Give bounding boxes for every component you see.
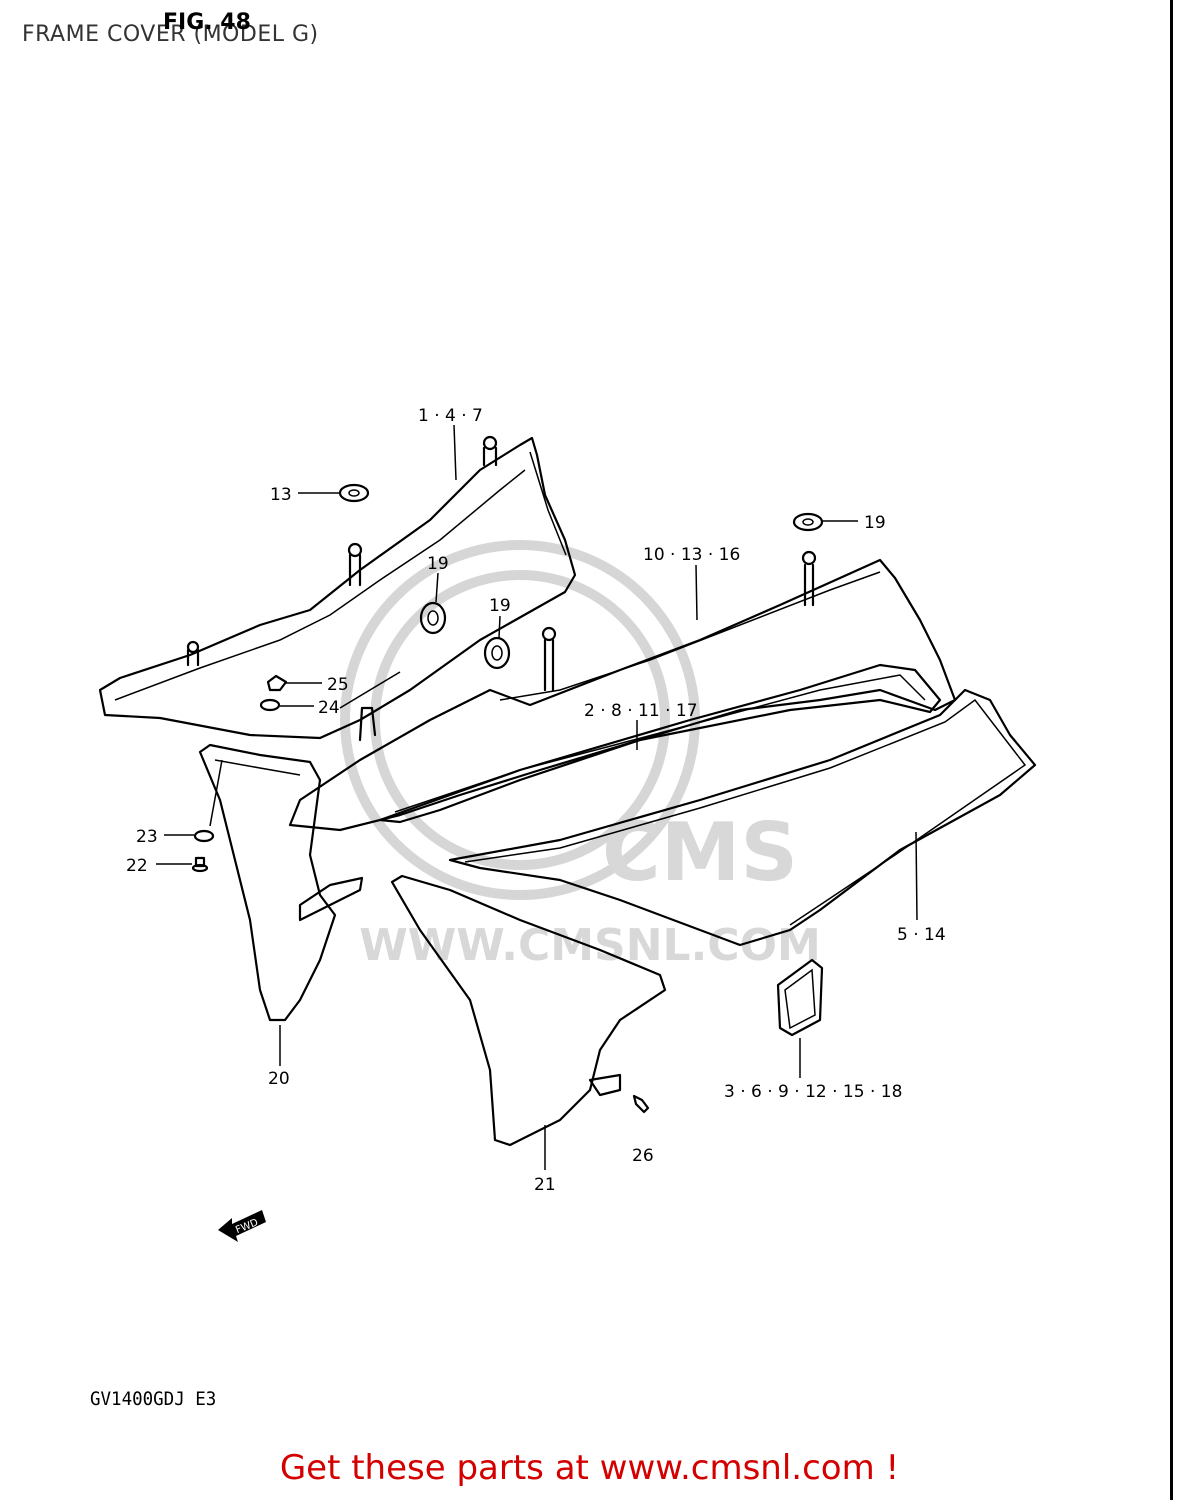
watermark-brand: CMS	[602, 806, 798, 899]
figure-label: FIG. 48	[163, 10, 251, 35]
callout-22: 22	[126, 856, 148, 876]
callout-3-6-9-12-15-18: 3 · 6 · 9 · 12 · 15 · 18	[724, 1082, 902, 1102]
grommet-19-a	[419, 601, 447, 635]
page-edge-line	[1170, 0, 1173, 1500]
callout-21: 21	[534, 1175, 556, 1195]
washer-23	[193, 829, 215, 843]
callout-24: 24	[318, 698, 340, 718]
callout-5-14: 5 · 14	[897, 925, 946, 945]
fwd-arrow: FWD	[218, 1210, 266, 1242]
callout-10-13-16: 10 · 13 · 16	[643, 545, 740, 565]
screw-22	[191, 856, 209, 873]
callout-25: 25	[327, 675, 349, 695]
callouts: 1 · 4 · 7 13 19 19 19 10 · 13 · 16 2 · 8…	[126, 406, 946, 1195]
callout-23: 23	[136, 827, 158, 847]
callout-19-c: 19	[864, 513, 886, 533]
frame-cover-stripe-lower	[448, 688, 1037, 947]
upper-frame-cover	[98, 435, 577, 742]
page-title: FRAME COVER (MODEL G)	[22, 22, 319, 47]
cmsnl-parts-link[interactable]: Get these parts at www.cmsnl.com !	[279, 1448, 900, 1488]
leader-lines	[156, 424, 918, 1170]
nut-25	[266, 674, 288, 692]
model-code: GV1400GDJ E3	[90, 1388, 217, 1410]
grommet-19-b	[483, 636, 511, 670]
washer-24	[259, 698, 281, 712]
callout-26: 26	[632, 1146, 654, 1166]
screw-26	[632, 1094, 650, 1114]
right-frame-cover	[288, 550, 957, 832]
washer-13	[338, 483, 370, 503]
lower-right-cover	[390, 874, 667, 1147]
fwd-label: FWD	[234, 1217, 260, 1236]
frame-cover-stripe-upper	[378, 663, 942, 824]
emblem	[776, 958, 824, 1037]
callout-20: 20	[268, 1069, 290, 1089]
callout-13: 13	[270, 485, 292, 505]
callout-19-b: 19	[489, 596, 511, 616]
callout-1-4-7: 1 · 4 · 7	[418, 406, 483, 426]
grommet-19-c	[792, 512, 824, 532]
callout-19-a: 19	[427, 554, 449, 574]
lower-left-cover	[198, 743, 364, 1022]
callout-2-8-11-17: 2 · 8 · 11 · 17	[584, 701, 698, 721]
cms-watermark: CMS WWW.CMSNL.COM	[340, 540, 821, 971]
